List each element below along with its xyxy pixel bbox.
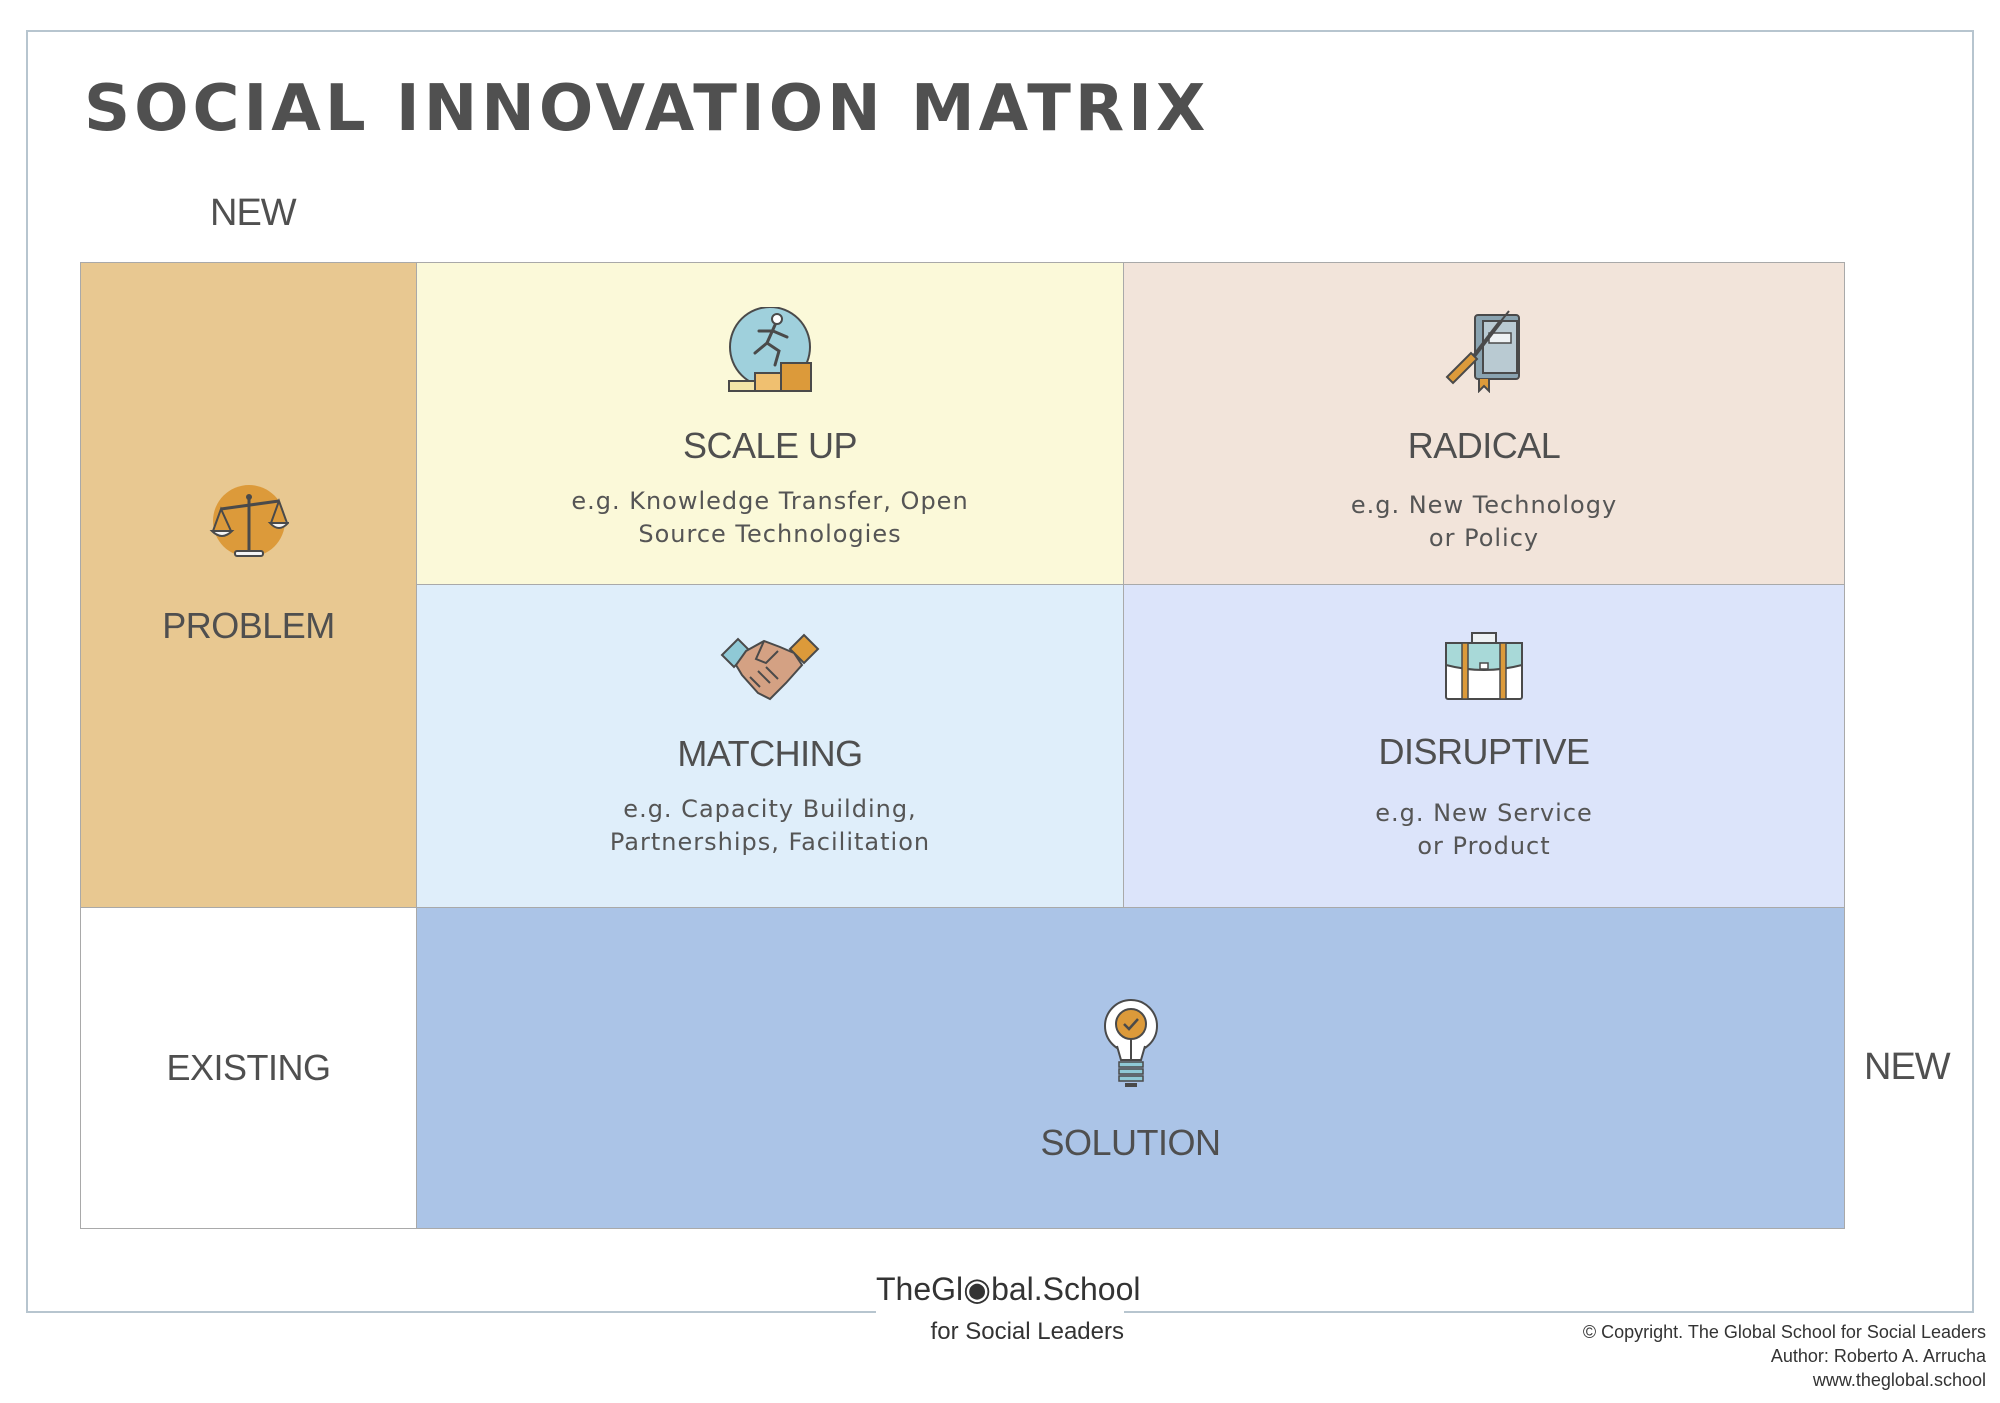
existing-cell: EXISTING: [80, 907, 417, 1229]
website-link[interactable]: www.theglobal.school: [1812, 1370, 1986, 1390]
author-line: Author: Roberto A. Arrucha: [1770, 1346, 1986, 1366]
page-title: SOCIAL INNOVATION MATRIX: [84, 72, 1210, 146]
quadrant-description: e.g. New Technology or Policy: [1350, 491, 1618, 552]
problem-label: PROBLEM: [162, 605, 335, 646]
quadrant-description: e.g. Capacity Building, Partnerships, Fa…: [609, 795, 931, 856]
quadrant-matching: MATCHING e.g. Capacity Building, Partner…: [416, 584, 1124, 908]
quadrant-radical: RADICAL e.g. New Technology or Policy: [1123, 262, 1845, 585]
quadrant-scale-up: SCALE UP e.g. Knowledge Transfer, Open S…: [416, 262, 1124, 585]
screwdriver-book-icon: [1445, 310, 1520, 393]
quadrant-title: RADICAL: [1407, 425, 1561, 466]
balance-scale-icon: [209, 485, 289, 557]
lightbulb-check-icon: [1103, 999, 1158, 1087]
problem-axis-new-label: NEW: [210, 192, 297, 234]
solution-axis-new-label: NEW: [1864, 1046, 1951, 1088]
copyright-block: © Copyright. The Global School for Socia…: [1583, 1320, 1986, 1392]
quadrant-title: DISRUPTIVE: [1378, 731, 1590, 772]
quadrant-title: MATCHING: [677, 733, 863, 774]
logo: TheGl◉bal.School for Social Leaders: [876, 1270, 1141, 1346]
solution-label: SOLUTION: [1040, 1122, 1221, 1163]
quadrant-description: e.g. Knowledge Transfer, Open Source Tec…: [571, 487, 969, 548]
running-man-stairs-icon: [728, 307, 812, 392]
problem-column: PROBLEM: [80, 262, 417, 908]
problem-axis-existing-label: EXISTING: [166, 1047, 331, 1088]
handshake-icon: [720, 633, 820, 701]
logo-tagline: for Social Leaders: [930, 1318, 1124, 1345]
solution-row: SOLUTION: [416, 907, 1845, 1229]
quadrant-description: e.g. New Service or Product: [1375, 799, 1593, 860]
logo-wordmark: TheGl◉bal.School: [876, 1271, 1141, 1307]
quadrant-title: SCALE UP: [682, 425, 858, 466]
quadrant-disruptive: DISRUPTIVE e.g. New Service or Product: [1123, 584, 1845, 908]
briefcase-icon: [1445, 632, 1523, 700]
copyright-line: © Copyright. The Global School for Socia…: [1582, 1322, 1986, 1342]
